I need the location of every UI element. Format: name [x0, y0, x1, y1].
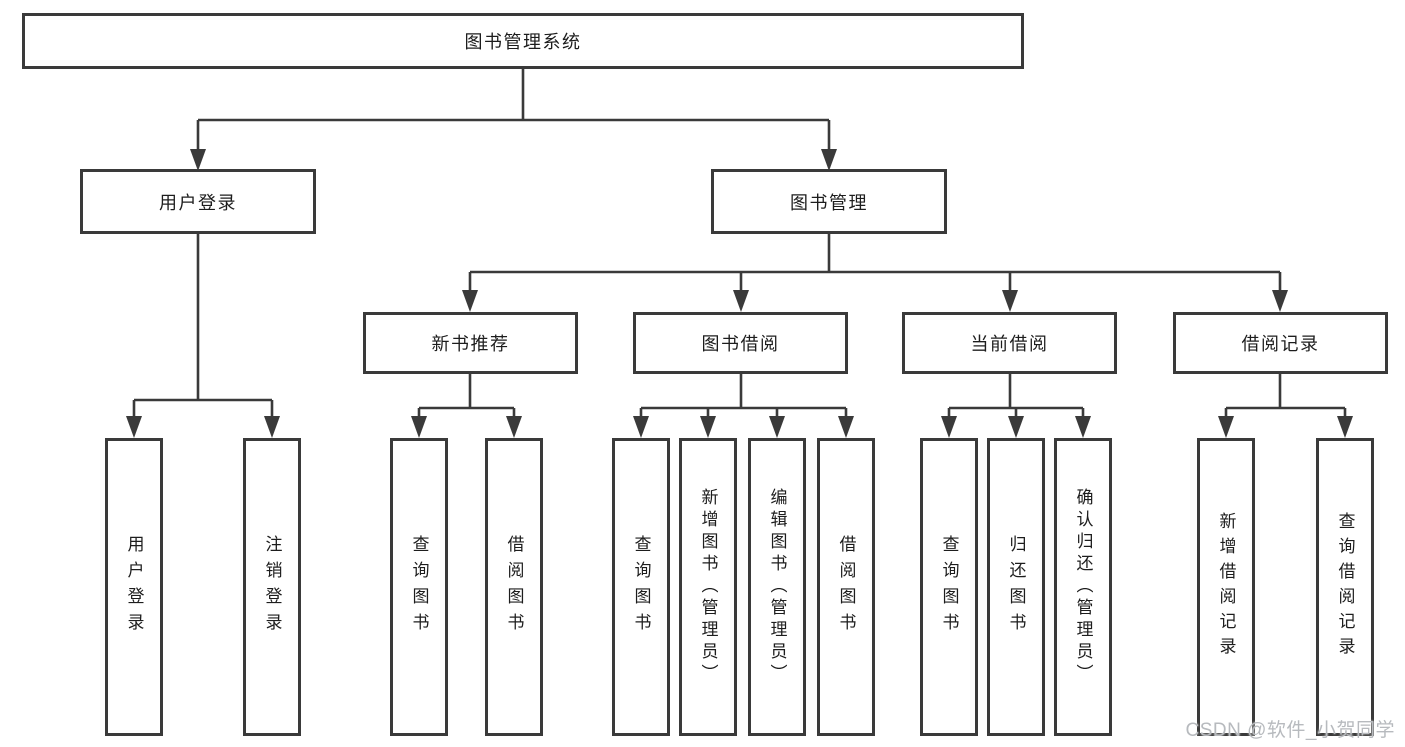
node-book-borrow: 图书借阅 — [633, 312, 848, 374]
arrowheads — [126, 149, 1353, 438]
node-leaf-current-confirm-label: 确认归还（管理员） — [1073, 488, 1093, 686]
arrowhead-icon — [838, 416, 854, 438]
node-leaf-borrow-query-label: 查询图书 — [631, 535, 651, 639]
arrowhead-icon — [700, 416, 716, 438]
watermark: CSDN @软件_小贺同学 — [1185, 720, 1395, 741]
arrowhead-icon — [411, 416, 427, 438]
connector-userlogin-to-leaves — [132, 234, 274, 420]
node-leaf-newbook-query-label: 查询图书 — [409, 535, 429, 639]
node-new-book-recommend-label: 新书推荐 — [431, 334, 510, 354]
arrowhead-icon — [1337, 416, 1353, 438]
node-borrow-records: 借阅记录 — [1173, 312, 1388, 374]
node-user-login-label: 用户登录 — [159, 192, 237, 213]
node-book-borrow-label: 图书借阅 — [701, 334, 780, 354]
node-leaf-newbook-borrow-label: 借阅图书 — [504, 535, 524, 639]
arrowhead-icon — [769, 416, 785, 438]
node-leaf-current-return: 归还图书 — [987, 438, 1045, 736]
node-leaf-current-return-label: 归还图书 — [1006, 535, 1026, 639]
connector-current-to-leaves — [947, 374, 1085, 420]
node-leaf-borrow-edit-label: 编辑图书（管理员） — [767, 488, 787, 686]
node-book-management-label: 图书管理 — [790, 192, 868, 213]
node-book-management: 图书管理 — [711, 169, 947, 234]
node-user-login: 用户登录 — [80, 169, 316, 234]
arrowhead-icon — [126, 416, 142, 438]
arrowhead-icon — [506, 416, 522, 438]
node-leaf-current-confirm: 确认归还（管理员） — [1054, 438, 1112, 736]
arrowhead-icon — [1008, 416, 1024, 438]
node-leaf-logout: 注销登录 — [243, 438, 301, 736]
arrowhead-icon — [633, 416, 649, 438]
arrowhead-icon — [733, 290, 749, 312]
node-leaf-newbook-borrow: 借阅图书 — [485, 438, 543, 736]
connector-root-to-level2 — [196, 69, 831, 152]
arrowhead-icon — [190, 149, 206, 171]
arrowhead-icon — [462, 290, 478, 312]
node-leaf-borrow-borrow-label: 借阅图书 — [836, 535, 856, 639]
node-leaf-records-add-label: 新增借阅记录 — [1216, 512, 1236, 662]
node-borrow-records-label: 借阅记录 — [1241, 334, 1320, 354]
connector-records-to-leaves — [1224, 374, 1347, 420]
node-new-book-recommend: 新书推荐 — [363, 312, 578, 374]
arrowhead-icon — [1272, 290, 1288, 312]
arrowhead-icon — [941, 416, 957, 438]
connector-bookmgmt-to-level3 — [468, 234, 1282, 293]
node-leaf-records-query: 查询借阅记录 — [1316, 438, 1374, 736]
node-leaf-borrow-query: 查询图书 — [612, 438, 670, 736]
node-leaf-borrow-add-label: 新增图书（管理员） — [698, 488, 718, 686]
node-leaf-records-add: 新增借阅记录 — [1197, 438, 1255, 736]
node-leaf-current-query-label: 查询图书 — [939, 535, 959, 639]
node-leaf-current-query: 查询图书 — [920, 438, 978, 736]
node-leaf-user-login-label: 用户登录 — [124, 535, 144, 639]
arrowhead-icon — [1075, 416, 1091, 438]
node-leaf-borrow-borrow: 借阅图书 — [817, 438, 875, 736]
node-leaf-borrow-add: 新增图书（管理员） — [679, 438, 737, 736]
arrowhead-icon — [1218, 416, 1234, 438]
node-current-borrow: 当前借阅 — [902, 312, 1117, 374]
node-leaf-borrow-edit: 编辑图书（管理员） — [748, 438, 806, 736]
connector-borrow-to-leaves — [639, 374, 848, 420]
node-leaf-newbook-query: 查询图书 — [390, 438, 448, 736]
connector-newbook-to-leaves — [417, 374, 516, 420]
arrowhead-icon — [264, 416, 280, 438]
node-root-label: 图书管理系统 — [464, 32, 582, 52]
node-leaf-logout-label: 注销登录 — [262, 535, 282, 639]
node-root: 图书管理系统 — [22, 13, 1024, 69]
node-leaf-records-query-label: 查询借阅记录 — [1335, 512, 1355, 662]
arrowhead-icon — [1002, 290, 1018, 312]
arrowhead-icon — [821, 149, 837, 171]
node-current-borrow-label: 当前借阅 — [970, 334, 1049, 354]
node-leaf-user-login: 用户登录 — [105, 438, 163, 736]
